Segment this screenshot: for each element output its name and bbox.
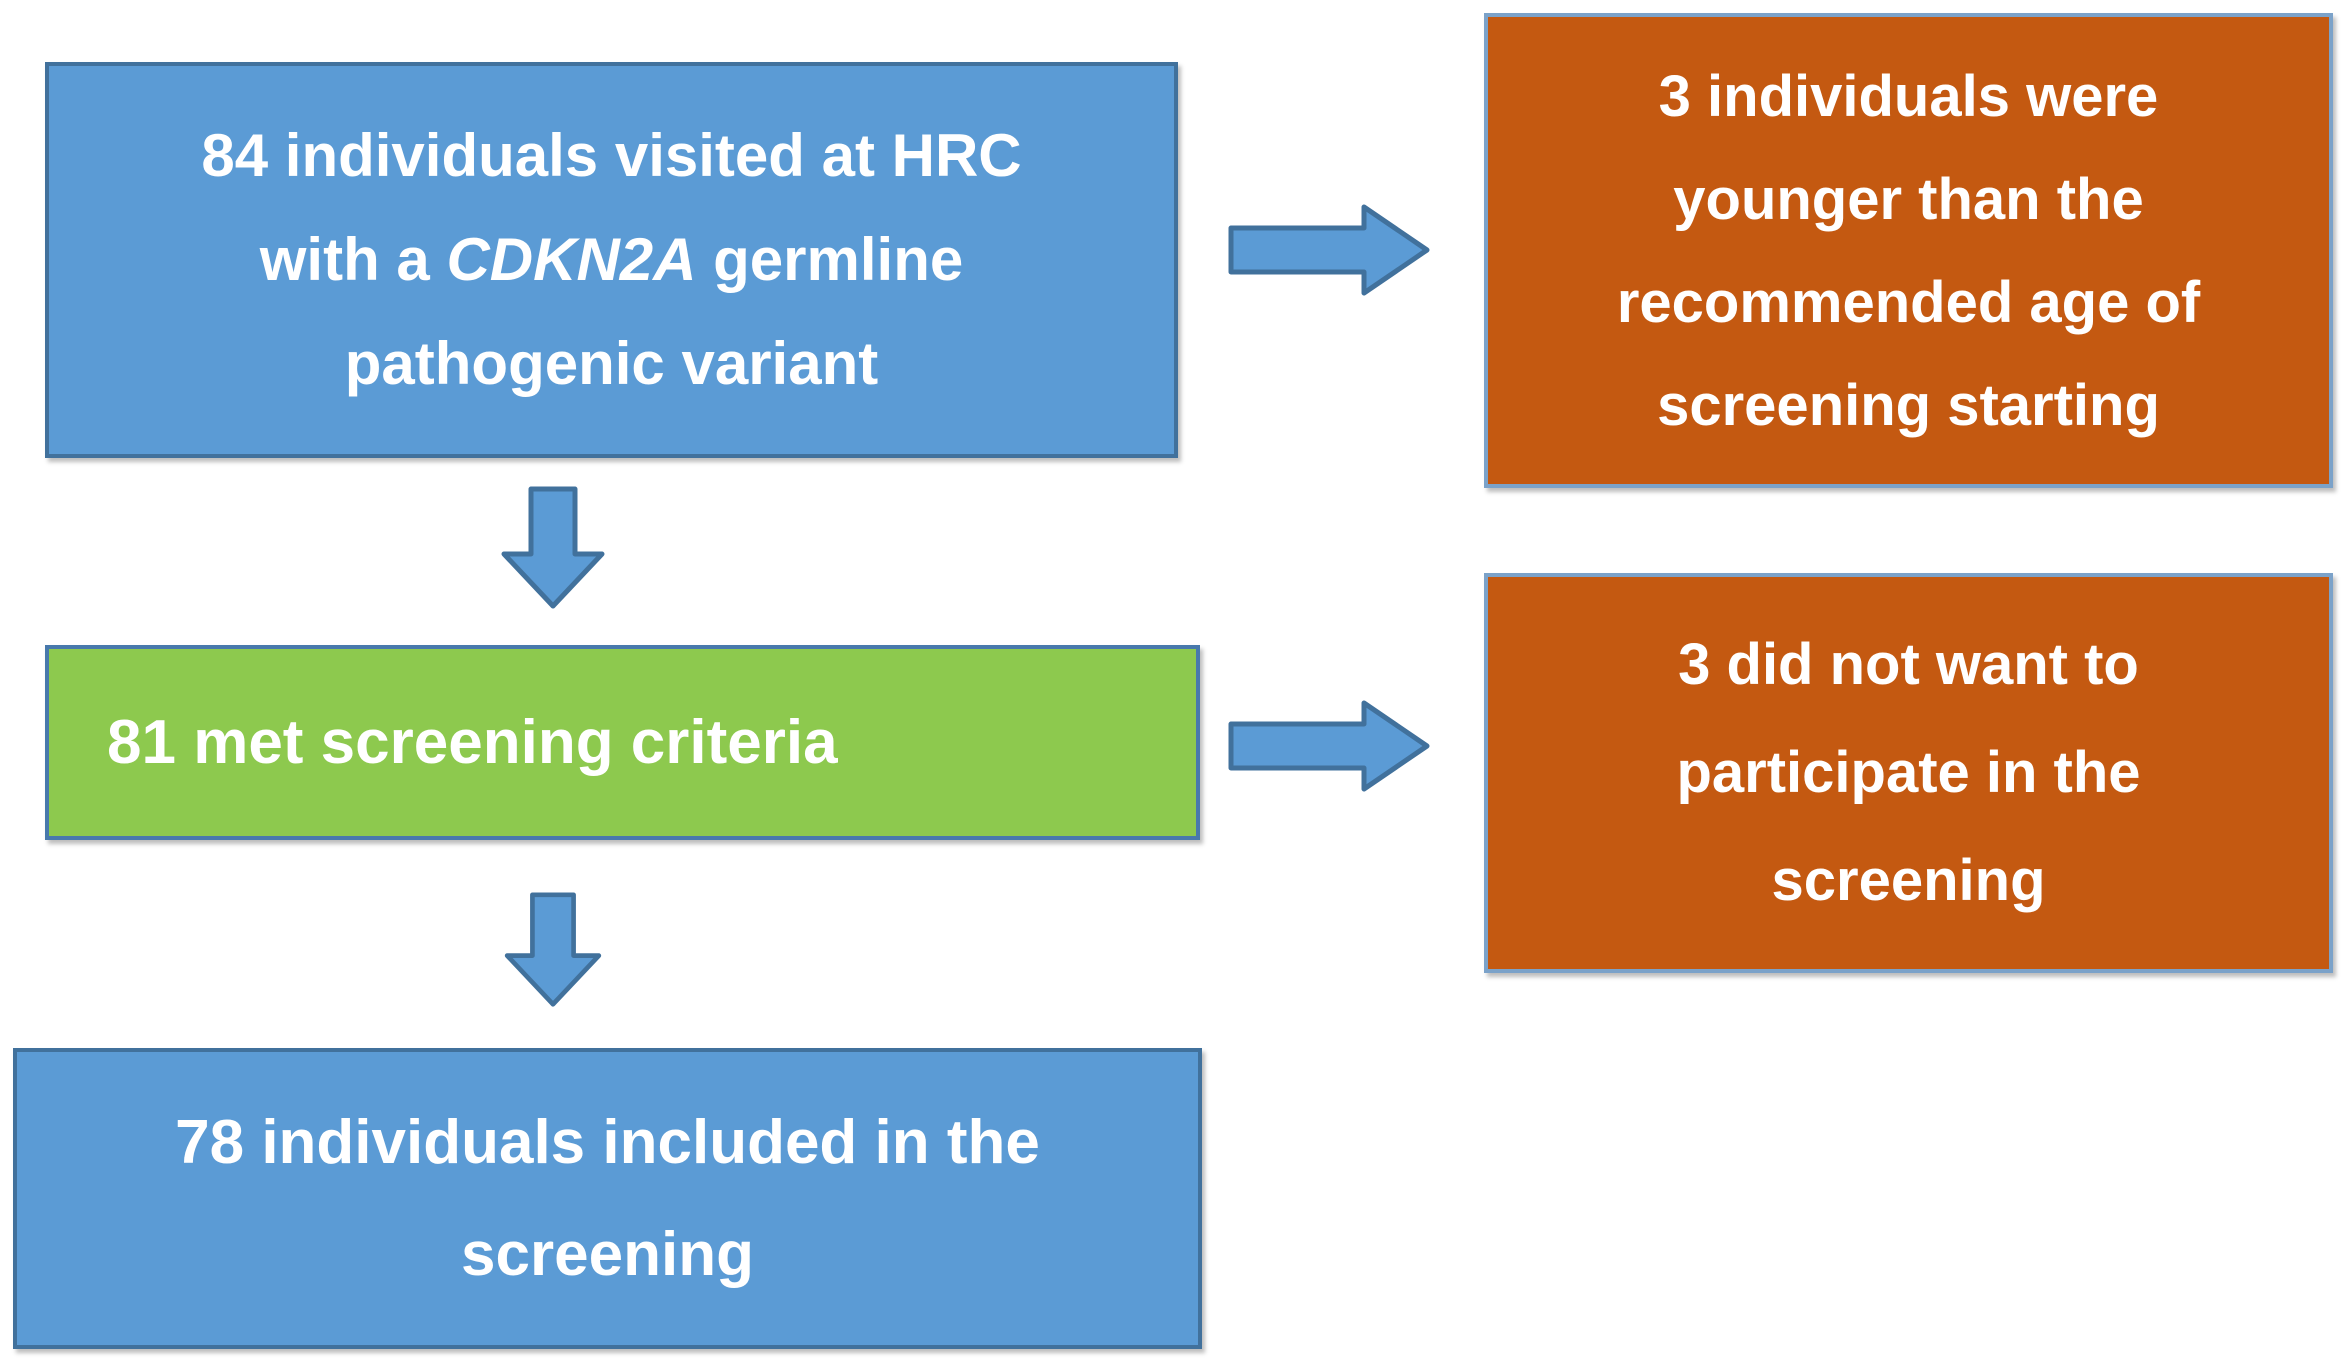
box-84-line-2-prefix: with a	[259, 226, 447, 293]
box-excluded-participation: 3 did not want to participate in the scr…	[1484, 573, 2333, 973]
box-84-line-2-suffix: germline	[696, 226, 964, 293]
box-84-line-3: pathogenic variant	[344, 330, 879, 397]
included-line-2: screening	[461, 1219, 754, 1289]
box-84-line-1: 84 individuals visited at HRC	[201, 122, 1022, 189]
box-84-individuals-visited: 84 individuals visited at HRC with a CDK…	[45, 62, 1178, 458]
right-arrow-icon-top	[1228, 202, 1432, 298]
excluded-participation-line-1: 3 did not want to	[1678, 632, 2139, 697]
right-arrow-icon-middle	[1228, 698, 1432, 794]
excluded-participation-line-2: participate in the	[1676, 740, 2141, 805]
box-81-met-criteria: 81 met screening criteria	[45, 645, 1200, 840]
down-arrow-icon-top	[500, 486, 606, 610]
box-excluded-younger-age: 3 individuals were younger than the reco…	[1484, 13, 2333, 488]
excluded-age-line-4: screening starting	[1657, 372, 2160, 438]
included-line-1: 78 individuals included in the	[175, 1107, 1040, 1177]
down-arrow-icon-bottom	[500, 892, 606, 1008]
criteria-line-1: 81 met screening criteria	[107, 708, 838, 777]
box-84-line-2: with a CDKN2A germline	[49, 208, 1174, 312]
excluded-age-line-2: younger than the	[1673, 166, 2144, 232]
excluded-participation-line-3: screening	[1771, 848, 2046, 913]
gene-name-cdkn2a: CDKN2A	[446, 226, 697, 293]
excluded-age-line-1: 3 individuals were	[1658, 63, 2159, 129]
excluded-age-line-3: recommended age of	[1616, 269, 2201, 335]
box-78-included: 78 individuals included in the screening	[13, 1048, 1202, 1349]
